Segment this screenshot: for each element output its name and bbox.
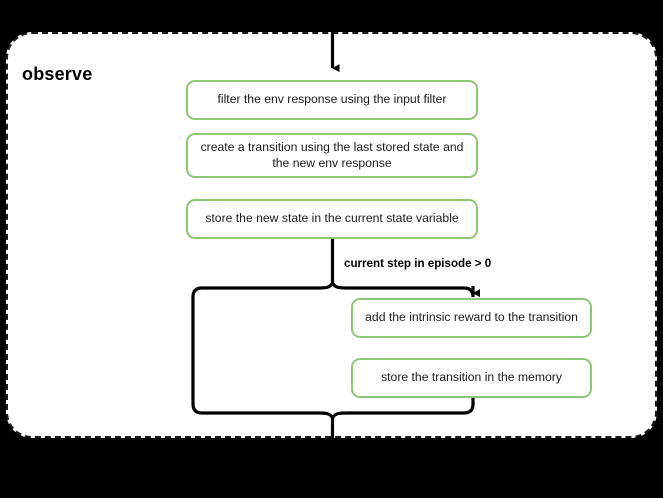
node-filter-env-response[interactable]: filter the env response using the input …: [186, 80, 478, 120]
node-store-new-state[interactable]: store the new state in the current state…: [186, 199, 478, 239]
node-create-transition[interactable]: create a transition using the last store…: [186, 133, 478, 178]
edge-label-current-step-condition: current step in episode > 0: [344, 257, 492, 270]
node-store-transition-memory[interactable]: store the transition in the memory: [351, 358, 592, 398]
node-add-intrinsic-reward[interactable]: add the intrinsic reward to the transiti…: [351, 298, 592, 338]
observe-subgraph-title: observe: [22, 64, 93, 84]
